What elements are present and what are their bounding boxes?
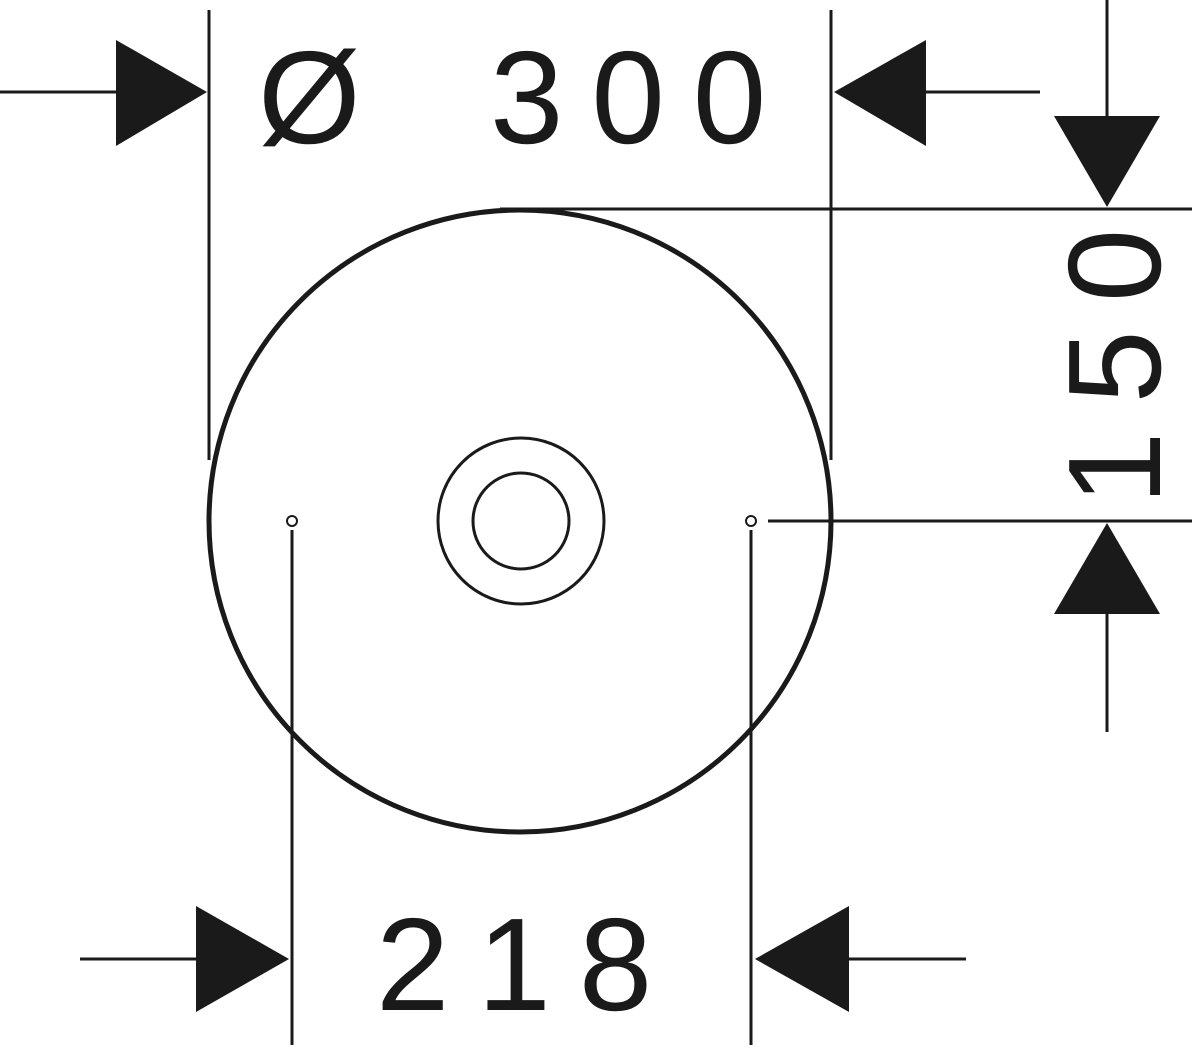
mounting-hole-left xyxy=(286,515,298,527)
diameter-value: 300 xyxy=(490,24,794,171)
mounting-hole-right xyxy=(745,515,757,527)
dimension-arrow-bottom-left xyxy=(196,906,289,1012)
drain-outer-ring xyxy=(436,436,606,606)
basin-outline xyxy=(206,207,834,835)
dimension-arrow-right xyxy=(834,40,926,146)
hole-offset-dimension: 150 xyxy=(500,0,1192,732)
hole-spacing-value: 218 xyxy=(376,891,680,1038)
dimension-arrow-up xyxy=(1054,523,1160,614)
hole-offset-value: 150 xyxy=(1041,201,1188,505)
dimension-arrow-left xyxy=(116,40,207,146)
diameter-dimension: Ø 300 xyxy=(0,10,1040,460)
diameter-symbol: Ø xyxy=(258,24,361,171)
dimension-arrow-down xyxy=(1054,116,1160,207)
dimension-arrow-bottom-right xyxy=(755,906,849,1012)
drain-inner-ring xyxy=(471,471,571,571)
hole-spacing-dimension: 218 xyxy=(80,530,966,1045)
